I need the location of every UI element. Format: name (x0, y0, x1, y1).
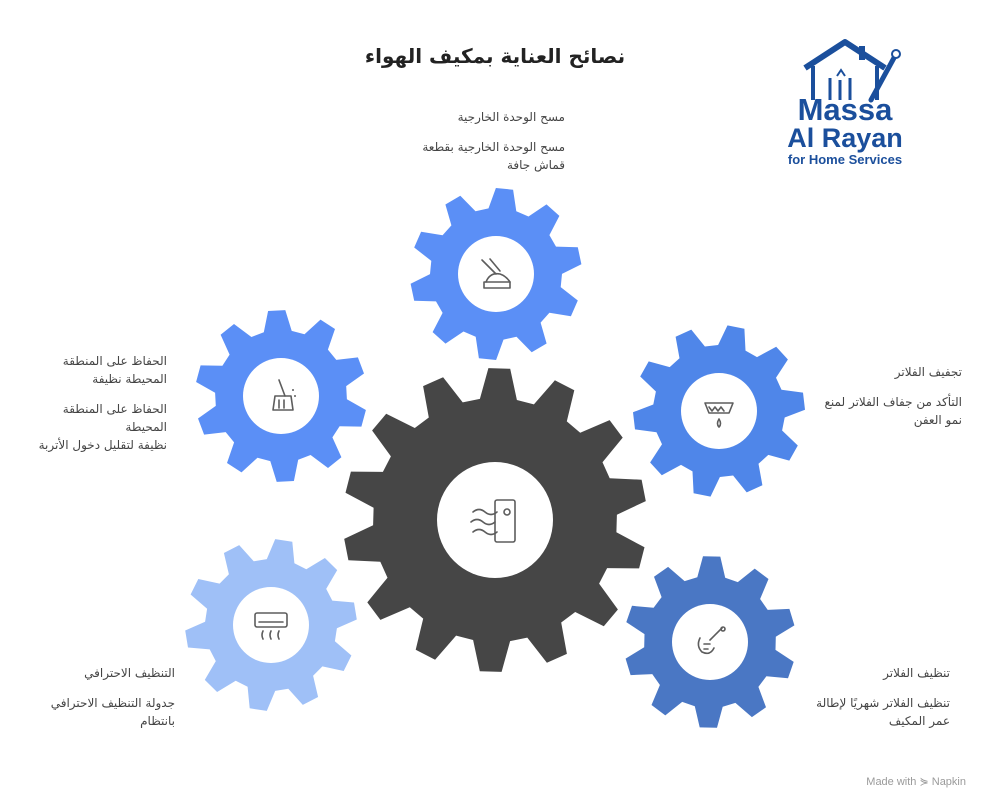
tip-description: التأكد من جفاف الفلاتر لمنع نمو العفن (824, 395, 962, 427)
tip-title: الحفاظ على المنطقة المحيطة نظيفة (62, 354, 167, 386)
company-logo: Massa Al Rayan for Home Services (775, 38, 915, 168)
tip-pro-cleaning: التنظيف الاحترافي جدولة التنظيف الاحتراف… (30, 664, 175, 730)
tip-title: تنظيف الفلاتر (883, 666, 950, 680)
cleaning-sponge-icon (481, 258, 511, 289)
logo-line-3: for Home Services (787, 152, 903, 167)
air-conditioner-icon (254, 612, 288, 640)
tip-description: مسح الوحدة الخارجية بقطعة قماش جافة (422, 140, 565, 172)
logo-line-2: Al Rayan (787, 123, 903, 153)
gear-clean-filters-hub (672, 604, 748, 680)
tip-description: جدولة التنظيف الاحترافي بانتظام (50, 696, 175, 728)
page-title: نصائح العناية بمكيف الهواء (364, 44, 626, 68)
gear-pro-cleaning-hub (233, 587, 309, 663)
tip-dry-filters: تجفيف الفلاتر التأكد من جفاف الفلاتر لمن… (812, 363, 962, 429)
ac-airflow-icon (470, 499, 516, 543)
tip-title: تجفيف الفلاتر (894, 365, 962, 379)
house-icon (803, 39, 901, 103)
tip-title: التنظيف الاحترافي (84, 666, 175, 680)
tip-clean-filters: تنظيف الفلاتر تنظيف الفلاتر شهريًا لإطال… (800, 664, 950, 730)
tip-wipe-outdoor: مسح الوحدة الخارجية مسح الوحدة الخارجية … (395, 108, 565, 174)
tip-keep-area-clean: الحفاظ على المنطقة المحيطة نظيفة الحفاظ … (22, 352, 167, 454)
filter-drop-icon (704, 402, 734, 428)
spray-clean-icon (697, 626, 726, 655)
tip-description: تنظيف الفلاتر شهريًا لإطالة عمر المكيف (816, 696, 950, 728)
broom-icon (272, 379, 296, 411)
tip-title: مسح الوحدة الخارجية (457, 110, 565, 124)
tip-description: الحفاظ على المنطقة المحيطة نظيفة لتقليل … (38, 402, 167, 452)
made-with-napkin: Made with ⋟ Napkin (866, 776, 966, 788)
logo-line-1: Massa (797, 92, 893, 127)
